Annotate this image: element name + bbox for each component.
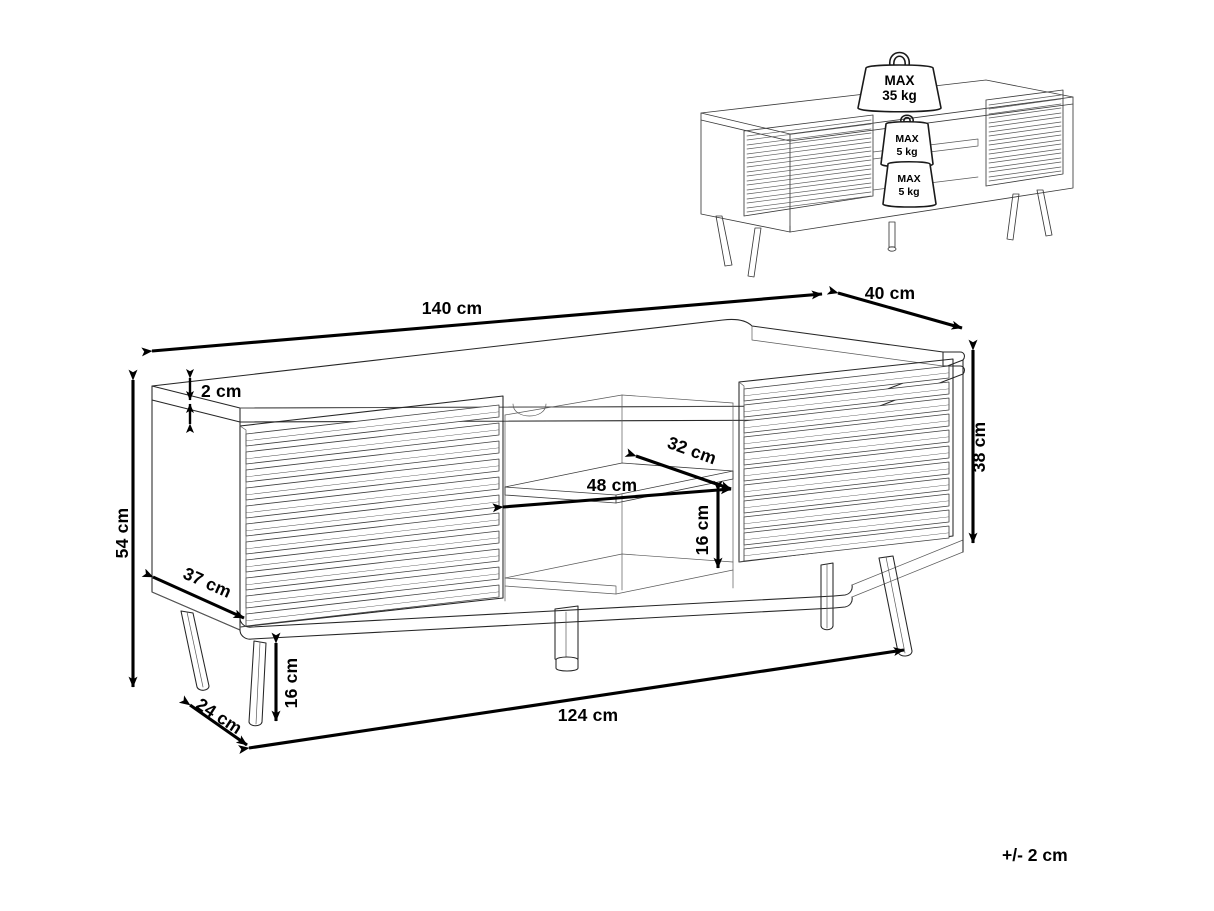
dimension-compartment-width-48-label: 48 cm xyxy=(587,475,638,495)
weight-35-value-label: 35 kg xyxy=(882,88,917,103)
mini-right-slats xyxy=(988,94,1062,182)
dimension-depth-40-label: 40 cm xyxy=(865,283,916,303)
leg-left-rear xyxy=(180,610,210,691)
dimension-thickness-2: 2 cm xyxy=(186,369,242,433)
mini-legs xyxy=(715,189,1053,278)
dimension-compartment-width-48: 48 cm xyxy=(492,475,732,513)
dimension-compartment-height-16-label: 16 cm xyxy=(692,505,712,556)
mini-left-slats xyxy=(746,119,872,213)
weight-icon-35kg: MAX 35 kg xyxy=(857,51,942,113)
weight-5u-value-label: 5 kg xyxy=(896,146,917,158)
leg-right-rear xyxy=(820,562,834,631)
dimension-leg-width-124: 124 cm xyxy=(238,647,905,754)
mini-left-door xyxy=(743,114,874,217)
left-slatted-door xyxy=(239,395,504,628)
dimension-thickness-2-label: 2 cm xyxy=(201,381,242,401)
weight-5l-value-label: 5 kg xyxy=(898,186,919,198)
dimension-height-54: 54 cm xyxy=(112,369,138,688)
weight-icon-5kg-upper: MAX 5 kg xyxy=(880,114,934,168)
mini-carcass xyxy=(700,103,1074,233)
cable-cutout xyxy=(512,403,547,417)
dimension-compartment-height-16: 16 cm xyxy=(692,480,723,569)
dimension-height-38: 38 cm xyxy=(968,339,989,544)
dimension-depth-40: 40 cm xyxy=(826,283,963,330)
left-door-slats xyxy=(245,404,500,627)
dimension-width-140: 140 cm xyxy=(141,290,823,357)
load-capacity-illustration: MAX 35 kg MAX 5 kg MAX 5 kg xyxy=(700,51,1074,278)
weight-5l-max-label: MAX xyxy=(897,173,920,185)
right-door-slats xyxy=(743,365,950,562)
weight-5u-max-label: MAX xyxy=(895,133,918,145)
tolerance-note: +/- 2 cm xyxy=(1002,845,1068,865)
weight-35-max-label: MAX xyxy=(885,73,915,88)
dimension-height-54-label: 54 cm xyxy=(112,508,132,559)
dimension-width-140-label: 140 cm xyxy=(422,298,483,318)
dimension-leg-width-124-label: 124 cm xyxy=(558,705,619,725)
dimension-height-38-label: 38 cm xyxy=(969,422,989,473)
dimension-leg-height-16-label: 16 cm xyxy=(281,658,301,709)
weight-icon-5kg-lower: MAX 5 kg xyxy=(882,160,937,208)
right-slatted-door xyxy=(738,358,954,563)
